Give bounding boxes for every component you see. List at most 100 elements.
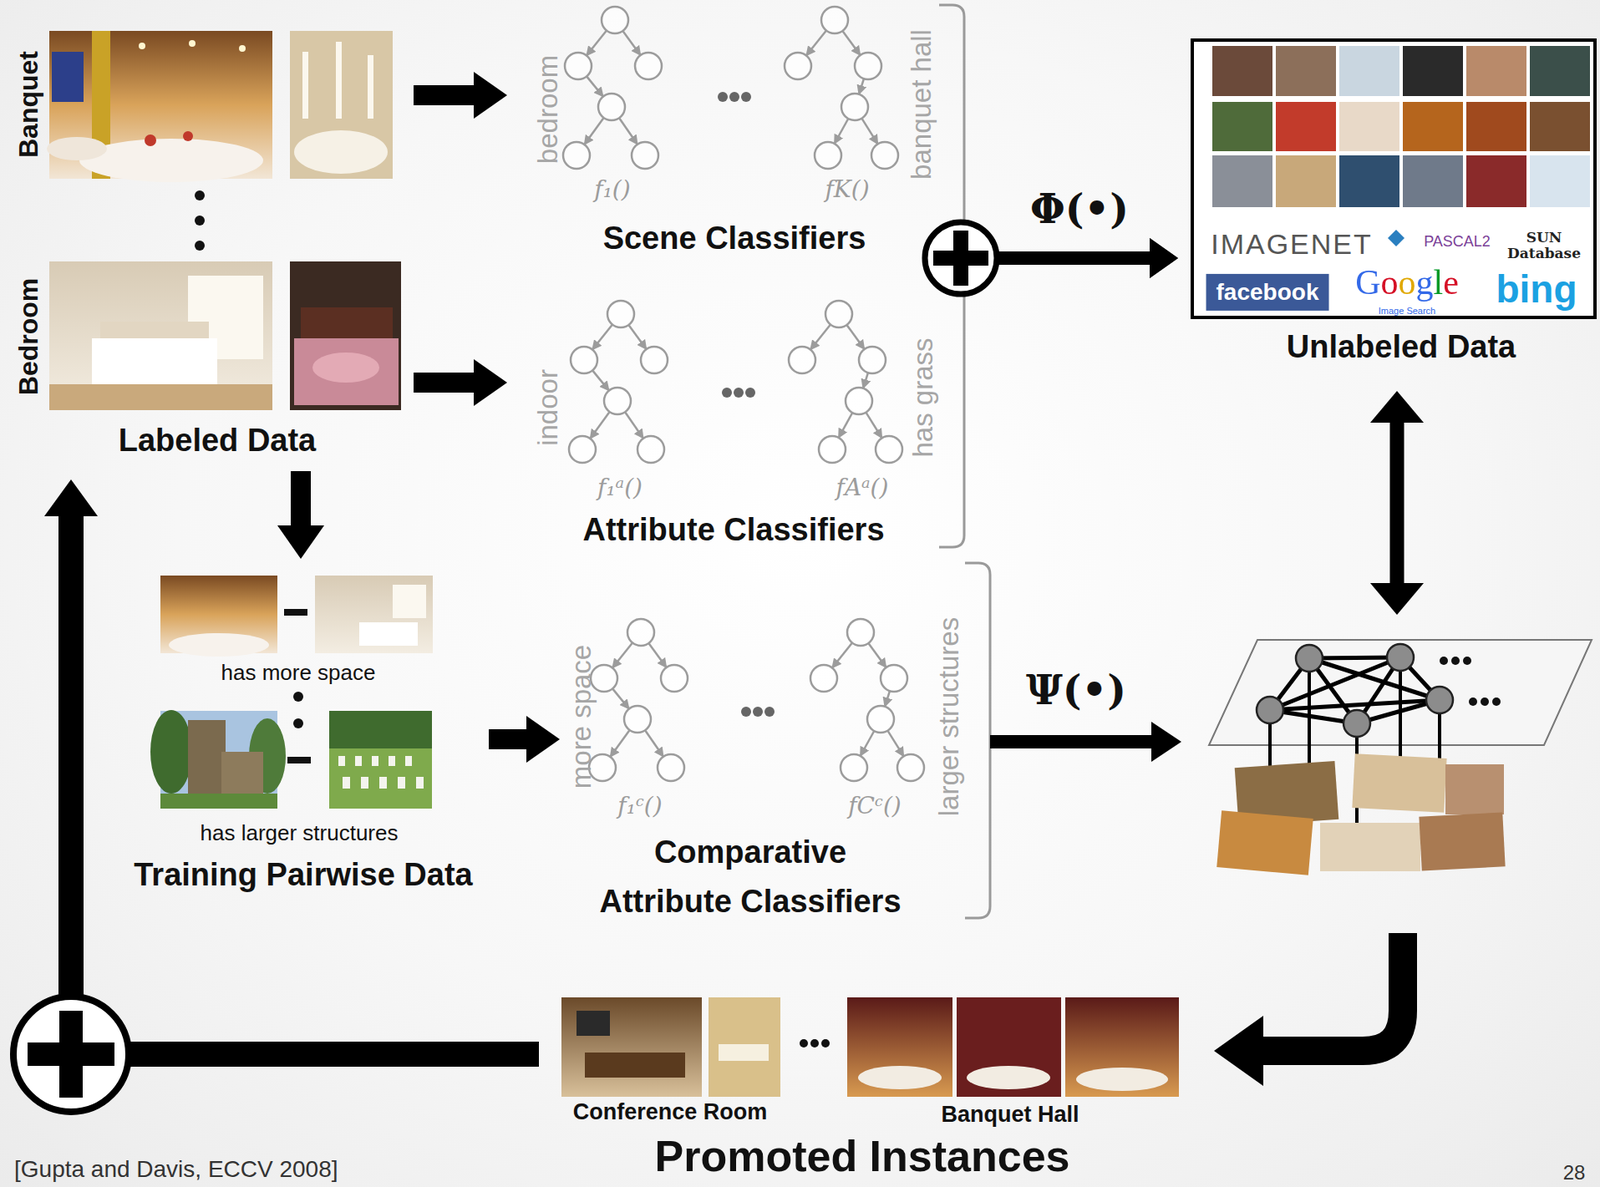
psi-bracket: [965, 563, 1182, 919]
arrow-head: [44, 479, 98, 517]
ellipsis-dots: [721, 387, 732, 398]
promoted-photos: [576, 1010, 610, 1037]
classifier-trees: [563, 6, 662, 169]
labeled-photos: [289, 261, 402, 411]
group-title: Labeled Data: [118, 422, 317, 460]
tree-label: indoor: [532, 369, 564, 447]
logo-text: Image Search: [1378, 305, 1436, 317]
function-label: f₁ᶜ(): [617, 792, 662, 820]
ellipsis-dots: [741, 706, 752, 717]
unlabeled-collage: [1529, 101, 1590, 152]
photo-caption: Conference Room: [573, 1099, 768, 1126]
logo-text: bing: [1495, 267, 1577, 312]
curved-arrow: [1213, 933, 1403, 1087]
classifier-group: bedroombanquet hallf₁()fK()Scene Classif…: [534, 5, 940, 260]
group-title: Comparative Attribute Classifiers: [594, 827, 908, 927]
unlabeled-collage: [1339, 45, 1400, 97]
ellipsis-dots: [745, 387, 756, 398]
promoted-photos: [956, 997, 1062, 1098]
promoted-photos: [718, 1044, 769, 1062]
function-label: fCᶜ(): [848, 792, 902, 820]
curved-arrow: [1213, 1015, 1264, 1087]
unlabeled-collage: [1190, 38, 1597, 320]
labeled-photos: [49, 384, 273, 411]
plus-symbol: [13, 996, 129, 1113]
ellipsis-dots: [194, 190, 205, 201]
graph-illustration: [1386, 644, 1414, 671]
flow-arrow: [488, 716, 560, 763]
labeled-photos: [51, 51, 84, 102]
plus-symbol: [924, 222, 997, 295]
psi-bracket: [1151, 721, 1182, 762]
graph-illustration: [1480, 697, 1489, 707]
graph-illustration: [1295, 645, 1323, 672]
function-label: f₁ᵃ(): [597, 474, 643, 502]
arrow-head: [1149, 238, 1179, 279]
double-arrow: [1390, 417, 1405, 589]
unlabeled-collage: [1387, 229, 1405, 247]
pairwise-photos: [359, 622, 418, 646]
labeled-photos: [302, 51, 309, 119]
pairwise-photos: [284, 609, 308, 616]
unlabeled-collage: [1402, 45, 1463, 97]
plus-symbol: [13, 996, 129, 1113]
plus-symbol: [953, 230, 969, 286]
pairwise-photos: [379, 777, 387, 789]
classifier-trees: [784, 6, 899, 169]
tree-label: bedroom: [532, 55, 564, 164]
labeled-photos: [188, 40, 196, 47]
labeled-photos: [294, 130, 388, 174]
ellipsis-dots: [729, 91, 740, 102]
graph-illustration: [1439, 656, 1448, 666]
pairwise-photos: [338, 756, 346, 767]
labeled-photos: [300, 307, 393, 341]
labeled-photos: [46, 137, 107, 161]
labeled-photos: [138, 42, 146, 50]
pairwise-photos: [416, 777, 424, 789]
labeled-photos: [335, 41, 342, 119]
pair-caption: has larger structures: [200, 821, 399, 847]
pairwise-photos: [392, 584, 427, 619]
unlabeled-collage: [1190, 38, 1597, 320]
arrow-head: [473, 359, 508, 407]
graph-illustration: [1208, 640, 1592, 876]
logo-text: Google: [1355, 262, 1459, 303]
promoted-photos: [1065, 997, 1179, 1098]
logo-text: PASCAL2: [1423, 233, 1491, 251]
function-label: f₁(): [594, 176, 630, 204]
pairwise-photos: [287, 756, 311, 764]
promoted-photos: [858, 1066, 942, 1090]
classifier-trees: [568, 300, 668, 463]
pairwise-photos: [168, 633, 270, 657]
function-label: fAᵃ(): [836, 474, 889, 502]
labeled-photos: [289, 30, 393, 179]
labeled-data-group: BanquetBedroomLabeled Data: [11, 25, 410, 464]
pairwise-photos: [355, 756, 362, 767]
tree-label: banquet hall: [905, 29, 938, 180]
unlabeled-collage: [1339, 155, 1400, 208]
unlabeled-collage: [1466, 45, 1527, 97]
ellipsis-dots: [764, 706, 775, 717]
graph-illustration: [1216, 810, 1314, 875]
graph-illustration: [1492, 697, 1501, 707]
promoted-photos: [561, 997, 1179, 1098]
pairwise-photos: [329, 748, 432, 809]
double-arrow: [1370, 391, 1424, 423]
flow-arrow: [413, 359, 508, 407]
plus-symbol: [924, 222, 997, 295]
pair-caption: has more space: [221, 660, 376, 686]
promoted-photos: [799, 1039, 808, 1048]
pairwise-photos: [371, 756, 379, 767]
labeled-photos: [91, 338, 218, 385]
classifier-group: more spacelarger structuresf₁ᶜ()fCᶜ()Com…: [568, 609, 961, 921]
group-title: Attribute Classifiers: [582, 512, 884, 549]
tree-label: larger structures: [933, 617, 966, 817]
labeled-photos: [312, 352, 380, 383]
graph-illustration: [1320, 822, 1421, 872]
promoted-photos: [966, 1066, 1051, 1090]
promoted-photos: [584, 1052, 686, 1078]
unlabeled-collage: [1275, 101, 1336, 152]
promoted-photos: [810, 1039, 819, 1048]
ellipsis-dots: [741, 91, 752, 102]
